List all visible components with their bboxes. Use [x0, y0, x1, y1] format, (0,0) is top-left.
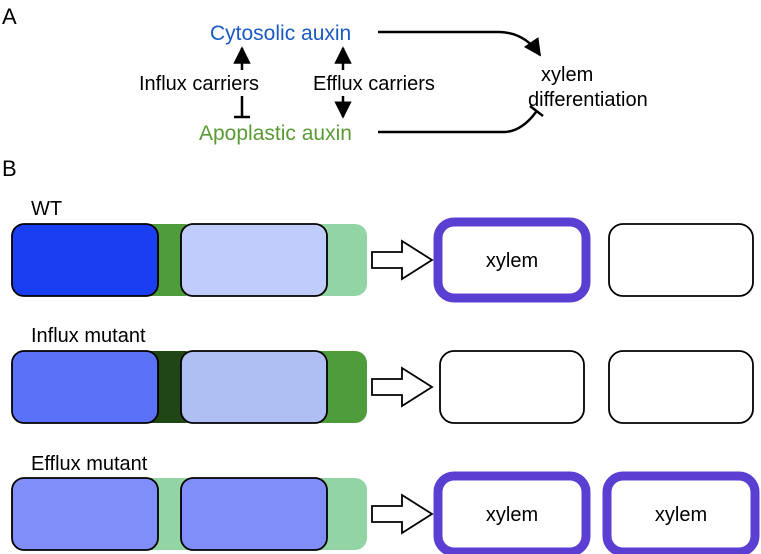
- panel-b-label: B: [2, 156, 17, 181]
- apoplastic-inhibits-line: [378, 111, 538, 134]
- influx-carriers-label: Influx carriers: [139, 73, 259, 95]
- cell-right: [180, 350, 328, 424]
- cell-left: [11, 350, 159, 424]
- apoplastic-auxin-label: Apoplastic auxin: [199, 122, 352, 145]
- row-label: Influx mutant: [31, 325, 146, 347]
- cell-left: [11, 223, 159, 297]
- outcome-block-arrow: [371, 366, 434, 408]
- outcome-label-line2: differentiation: [528, 89, 648, 111]
- cell-right: [180, 477, 328, 551]
- xylem-cell: [433, 471, 591, 554]
- xylem-cell-label: xylem: [486, 504, 538, 526]
- outcome-cell: [608, 223, 754, 297]
- outcome-cell: [608, 350, 754, 424]
- outcome-cell: [439, 350, 585, 424]
- cytosolic-auxin-label: Cytosolic auxin: [210, 22, 351, 45]
- panel-a-label: A: [2, 4, 17, 29]
- xylem-cell-label: xylem: [655, 504, 707, 526]
- xylem-cell: [433, 217, 591, 303]
- outcome-block-arrow: [371, 493, 434, 535]
- efflux-carriers-label: Efflux carriers: [313, 73, 435, 95]
- cell-right: [180, 223, 328, 297]
- apoplastic-inhibition-bar: [529, 105, 544, 117]
- xylem-cell: [602, 471, 760, 554]
- outcome-block-arrow: [371, 239, 434, 281]
- influx-inhibition-bar: [234, 96, 250, 119]
- cell-left: [11, 477, 159, 551]
- outcome-label-line1: xylem: [541, 64, 593, 86]
- cytosolic-promotes-arrow: [378, 30, 542, 57]
- xylem-cell-label: xylem: [486, 250, 538, 272]
- row-label: Efflux mutant: [31, 453, 148, 475]
- row-label: WT: [31, 198, 62, 220]
